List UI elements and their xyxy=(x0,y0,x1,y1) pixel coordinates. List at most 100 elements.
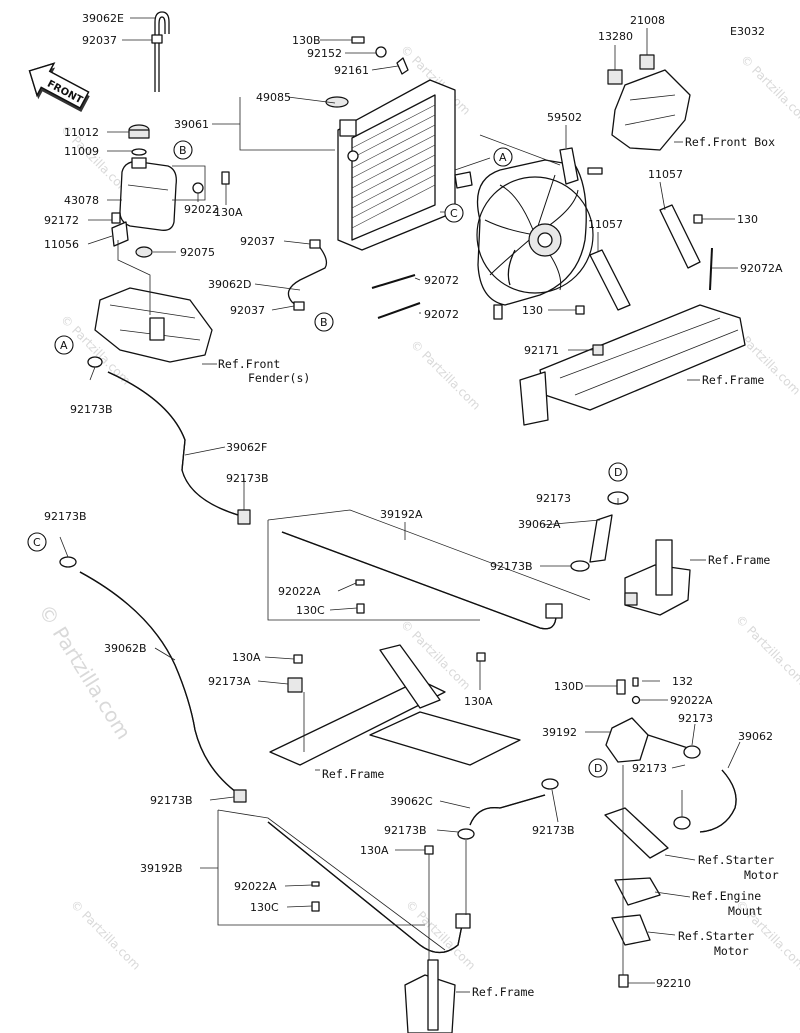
reservoir-tank xyxy=(119,161,177,231)
bolt-130C-b xyxy=(311,901,320,912)
callout-b-top xyxy=(173,140,193,160)
label-92072-a: 92072 xyxy=(424,274,459,287)
clamp-92173-e xyxy=(683,745,701,759)
label-92173B-c: 92173B xyxy=(490,560,533,573)
clip-92171 xyxy=(592,344,604,356)
starter-motor-ref-1 xyxy=(604,807,669,859)
clamp-92173B-g xyxy=(541,778,559,790)
pipe-39192A-group xyxy=(281,531,563,662)
front-box-assembly xyxy=(607,54,691,151)
callout-b-low xyxy=(314,312,334,332)
bolt-130A xyxy=(221,171,230,185)
label-11057-a: 11057 xyxy=(648,168,683,181)
label-92173B-d: 92173B xyxy=(44,510,87,523)
label-39062C: 39062C xyxy=(390,795,433,808)
collar-92152 xyxy=(375,46,387,58)
ref-starter-2a: Ref.Starter xyxy=(678,929,754,943)
bracket-11057-b xyxy=(589,249,631,311)
bolt-92172 xyxy=(111,212,121,224)
ref-frame-top: Ref.Frame xyxy=(702,373,764,387)
fender-mount xyxy=(149,317,165,341)
clamp-92037-low xyxy=(293,301,305,311)
label-92172: 92172 xyxy=(44,214,79,227)
label-132: 132 xyxy=(672,675,693,688)
label-21008: 21008 xyxy=(630,14,665,27)
svg-text:D: D xyxy=(614,466,622,479)
hose-39062A-group xyxy=(570,491,629,572)
label-92037-mid: 92037 xyxy=(240,235,275,248)
label-39062F: 39062F xyxy=(226,441,267,454)
svg-text:C: C xyxy=(450,207,458,220)
fan-bracket-top xyxy=(559,147,579,185)
radiator-outlet xyxy=(347,150,359,162)
label-43078: 43078 xyxy=(64,194,99,207)
label-92022A-a: 92022A xyxy=(278,585,321,598)
radiator-inlet xyxy=(454,171,473,189)
label-39062D: 39062D xyxy=(208,278,251,291)
label-92072A: 92072A xyxy=(740,262,783,275)
reservoir-assembly xyxy=(94,11,230,363)
label-11012: 11012 xyxy=(64,126,99,139)
label-39062E: 39062E xyxy=(82,12,124,25)
callout-a-left xyxy=(54,335,74,355)
label-92173B-b: 92173B xyxy=(226,472,269,485)
label-39192: 39192 xyxy=(542,726,577,739)
connector-13280 xyxy=(607,69,623,85)
ref-front-fender-1: Ref.Front xyxy=(218,357,280,371)
watermark-small: © Partzilla.com xyxy=(733,612,800,687)
bolt-130C-a xyxy=(356,603,365,614)
label-92173B-g: 92173B xyxy=(532,824,575,837)
hose-39062 xyxy=(699,769,737,833)
hose-39062A xyxy=(589,514,613,563)
clamp-92173B-f xyxy=(457,828,475,840)
frame-bottom-post xyxy=(427,959,439,1031)
pipe-39192B xyxy=(267,821,463,954)
radiator-filler-neck xyxy=(339,119,357,137)
starter-motor-ref-2 xyxy=(611,914,651,946)
hose-39062B xyxy=(79,571,241,796)
label-130C-a: 130C xyxy=(296,604,325,617)
label-130-right: 130 xyxy=(737,213,758,226)
ref-engine-mount-a: Ref.Engine xyxy=(692,889,761,903)
frame-top-right xyxy=(519,204,746,426)
frame-column xyxy=(655,539,673,596)
label-92173B-a: 92173B xyxy=(70,403,113,416)
label-92210: 92210 xyxy=(656,977,691,990)
svg-text:B: B xyxy=(179,144,187,157)
tie-92072A xyxy=(709,247,713,291)
bolt-132 xyxy=(632,677,639,687)
fitting-92161 xyxy=(396,57,409,75)
tie-92072-a xyxy=(371,274,416,289)
bolt-92210 xyxy=(618,974,629,988)
watermark-small: © Partzilla.com xyxy=(403,897,478,972)
ref-starter-2b: Motor xyxy=(714,944,749,958)
bolt-130-mid xyxy=(575,305,585,315)
label-92075: 92075 xyxy=(180,246,215,259)
overflow-hose-inner xyxy=(158,16,166,92)
hose-39062C xyxy=(469,794,546,826)
svg-text:C: C xyxy=(33,536,41,549)
ref-frame-center: Ref.Frame xyxy=(322,767,384,781)
label-130A-c: 130A xyxy=(360,844,389,857)
fan-hub xyxy=(537,232,553,248)
label-130A-b: 130A xyxy=(232,651,261,664)
svg-text:A: A xyxy=(60,339,68,352)
front-badge: FRONT xyxy=(28,62,90,113)
bolt-130B xyxy=(351,36,365,44)
tie-92072-b xyxy=(377,302,421,319)
hose-39062F xyxy=(107,371,239,516)
frame-ref-top xyxy=(539,304,746,411)
label-92022: 92022 xyxy=(184,203,219,216)
callout-a-top xyxy=(493,147,513,167)
label-130-mid: 130 xyxy=(522,304,543,317)
label-92152: 92152 xyxy=(307,47,342,60)
label-11057-b: 11057 xyxy=(588,218,623,231)
frame-ref-center xyxy=(269,679,446,766)
clamp-92173B-d xyxy=(59,556,77,568)
bolt-130A-mid xyxy=(476,652,486,662)
watermark-small: © Partzilla.com xyxy=(408,337,483,412)
washer-92022A-b xyxy=(631,695,641,705)
bolt-130A-b xyxy=(293,654,303,664)
right-lower-assembly xyxy=(604,677,737,988)
